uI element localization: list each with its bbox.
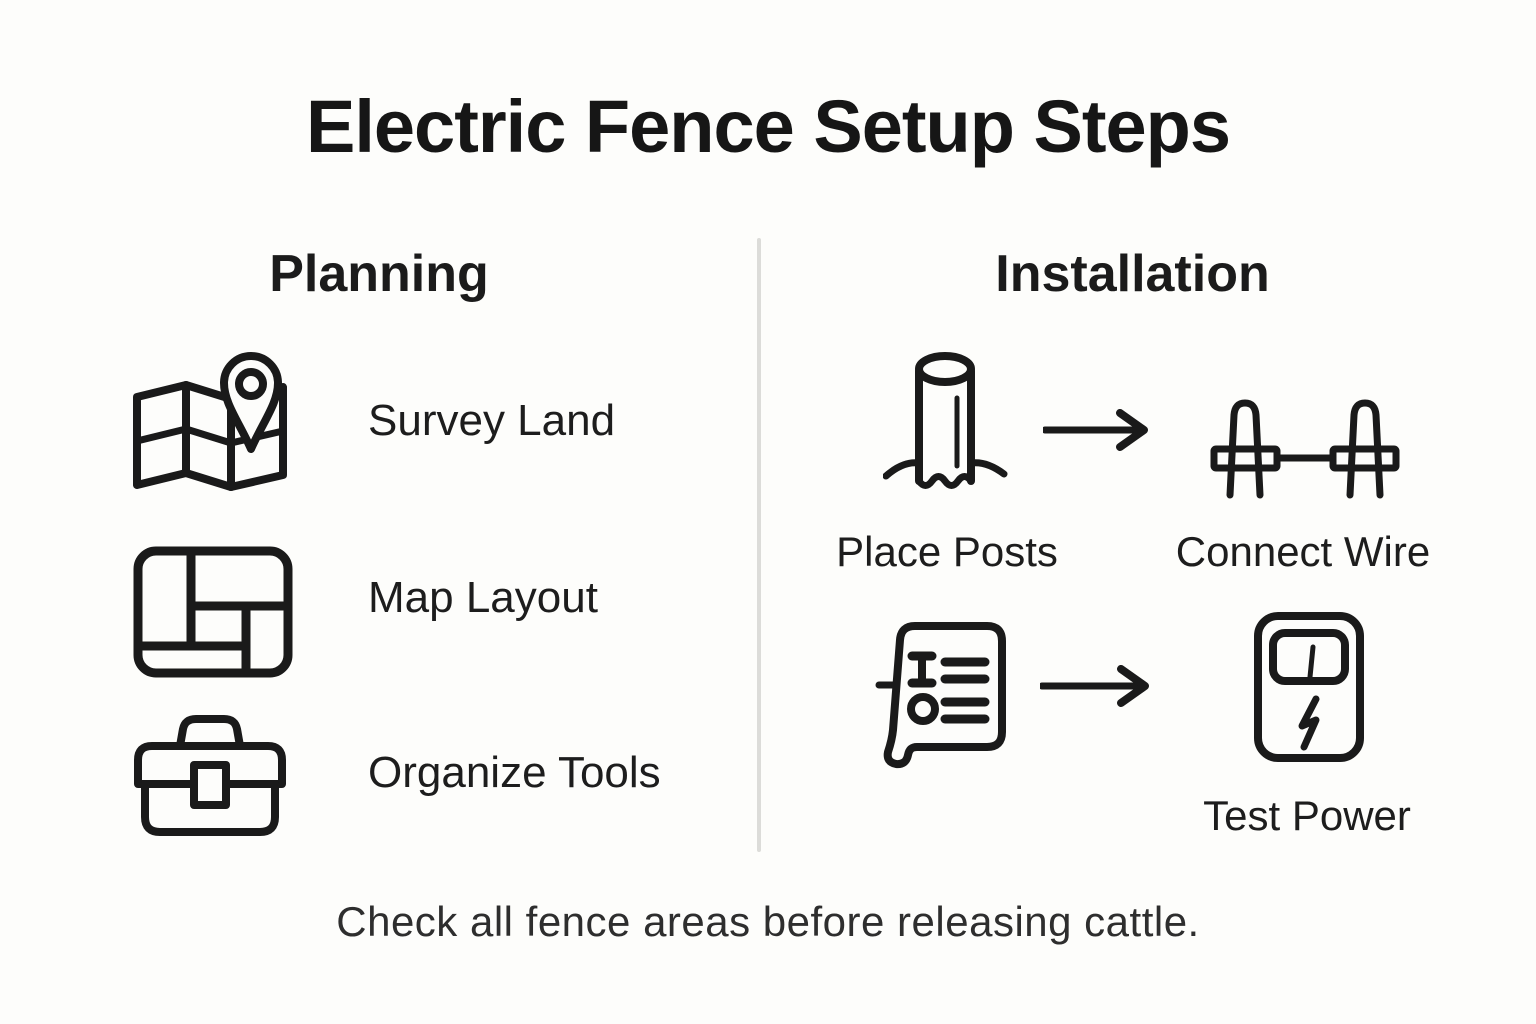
map-pin-icon bbox=[131, 352, 296, 494]
step-label-connect-wire: Connect Wire bbox=[1175, 528, 1431, 575]
planning-item-label: Map Layout bbox=[368, 573, 598, 622]
step-label-place-posts: Place Posts bbox=[836, 528, 1058, 575]
floor-layout-icon bbox=[133, 546, 293, 678]
right-arrow-icon bbox=[1040, 664, 1150, 708]
page-title: Electric Fence Setup Steps bbox=[305, 85, 1231, 168]
footer-note: Check all fence areas before releasing c… bbox=[336, 898, 1200, 945]
voltage-tester-icon bbox=[1253, 611, 1365, 763]
wire-clamps-icon bbox=[1205, 387, 1405, 500]
fence-post-icon bbox=[883, 348, 1008, 496]
column-divider bbox=[757, 238, 761, 852]
planning-heading: Planning bbox=[269, 245, 489, 303]
instructions-sheet-icon bbox=[875, 622, 1010, 772]
installation-heading: Installation bbox=[995, 245, 1270, 303]
right-arrow-icon bbox=[1043, 408, 1149, 452]
planning-item-label: Survey Land bbox=[368, 396, 616, 445]
planning-item-label: Organize Tools bbox=[368, 748, 661, 797]
toolbox-icon bbox=[130, 706, 290, 840]
step-label-test-power: Test Power bbox=[1203, 792, 1411, 839]
